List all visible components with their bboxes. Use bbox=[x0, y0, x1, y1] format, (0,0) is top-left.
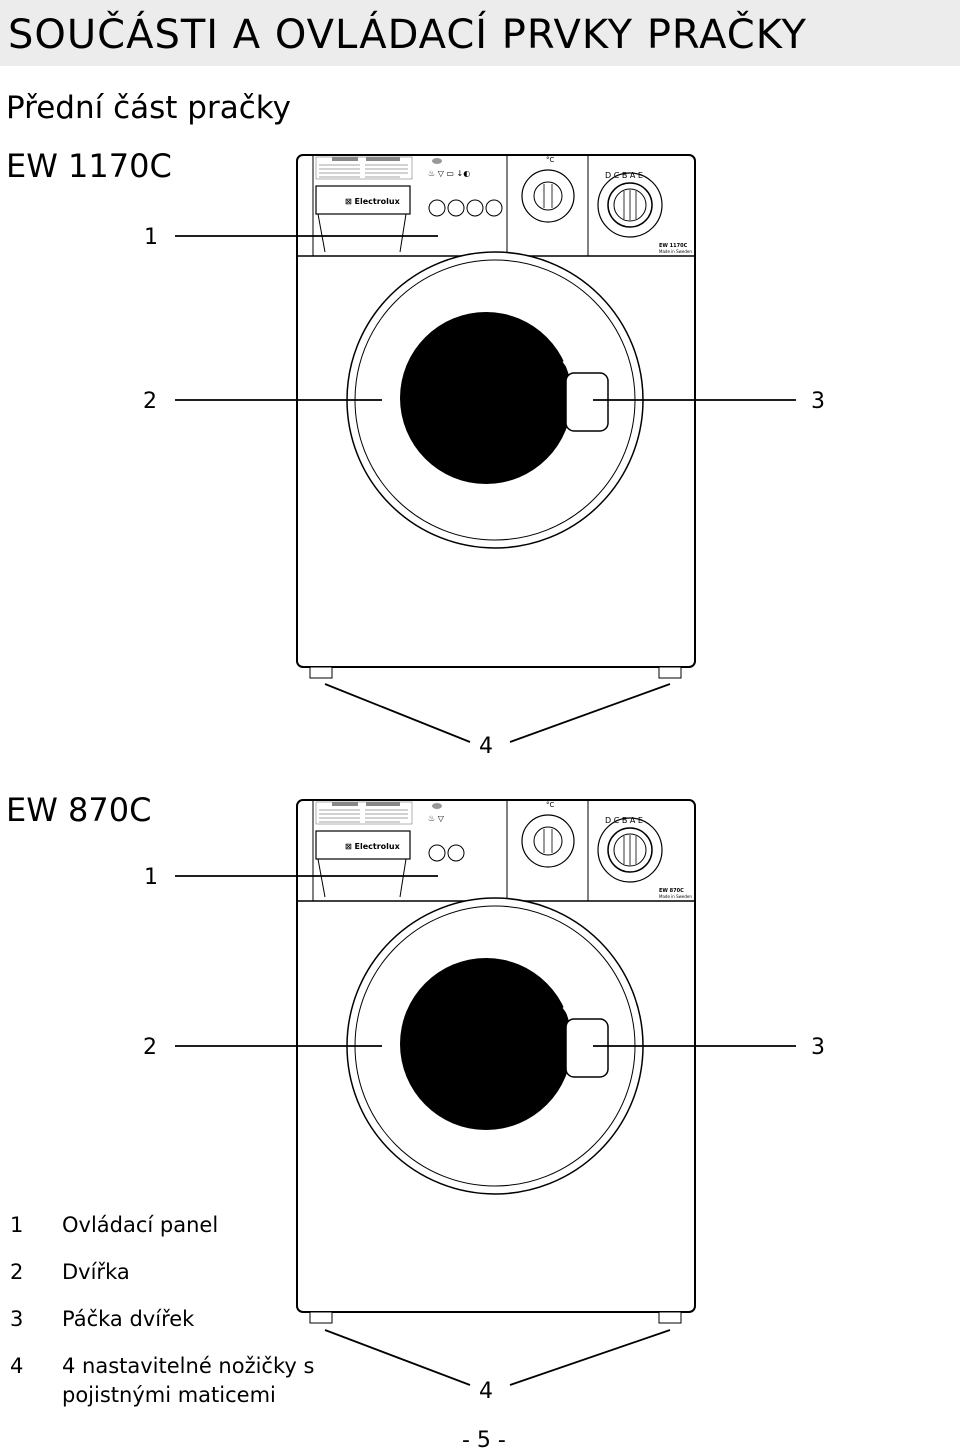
title-bar bbox=[0, 0, 960, 66]
callout-1: 1 bbox=[144, 225, 158, 250]
legend-number: 1 bbox=[10, 1213, 24, 1237]
svg-text:D C B A E: D C B A E bbox=[605, 171, 643, 180]
callout-3: 3 bbox=[811, 389, 825, 414]
program-knob: D C B A E bbox=[597, 171, 663, 238]
adjustable-feet bbox=[309, 1311, 682, 1324]
panel-made-in: Made in Sweden bbox=[659, 894, 692, 899]
callout-4: 4 bbox=[479, 1379, 493, 1404]
page-number: - 5 - bbox=[462, 1428, 506, 1453]
function-buttons bbox=[428, 844, 465, 862]
callout-1: 1 bbox=[144, 865, 158, 890]
svg-text:♨ ▽ ▭ ↓◐: ♨ ▽ ▭ ↓◐ bbox=[428, 169, 470, 178]
program-table bbox=[315, 801, 413, 825]
legend-number: 3 bbox=[10, 1307, 24, 1331]
callout-2: 2 bbox=[143, 389, 157, 414]
model-label-ew1170c: EW 1170C bbox=[6, 147, 172, 185]
washing-machine-ew1170c: ⊠ Electrolux ♨ ▽ ▭ ↓◐ °C D C B A E bbox=[175, 154, 796, 743]
temperature-knob: °C bbox=[521, 801, 575, 868]
parts-legend: 1 Ovládací panel 2 Dvířka 3 Páčka dvířek… bbox=[10, 1210, 330, 1410]
svg-text:D C B A E: D C B A E bbox=[605, 816, 643, 825]
legend-label: Páčka dvířek bbox=[62, 1307, 195, 1331]
temperature-knob: °C bbox=[521, 156, 575, 223]
legend-label: 4 nastavitelné nožičky s bbox=[62, 1354, 315, 1378]
door-handle bbox=[565, 1018, 609, 1078]
washing-machine-ew870c: ⊠ Electrolux ♨ ▽ °C D C B A E EW 870C Ma… bbox=[175, 799, 796, 1386]
door bbox=[346, 897, 644, 1195]
detergent-drawer bbox=[315, 185, 411, 215]
program-table bbox=[315, 156, 413, 180]
page-title: SOUČÁSTI A OVLÁDACÍ PRVKY PRAČKY bbox=[8, 12, 807, 58]
brand-logo: ⊠ Electrolux bbox=[345, 197, 401, 206]
legend-label: pojistnými maticemi bbox=[62, 1383, 276, 1407]
door-handle bbox=[565, 372, 609, 432]
legend-number: 4 bbox=[10, 1354, 24, 1378]
section-subtitle: Přední část pračky bbox=[6, 90, 291, 126]
callout-4: 4 bbox=[479, 734, 493, 759]
callout-3: 3 bbox=[811, 1035, 825, 1060]
panel-model-label: EW 870C bbox=[659, 888, 684, 894]
svg-text:♨ ▽: ♨ ▽ bbox=[428, 814, 445, 823]
detergent-drawer bbox=[315, 830, 411, 860]
program-knob: D C B A E bbox=[597, 816, 663, 883]
panel-made-in: Made in Sweden bbox=[659, 249, 692, 254]
callout-2: 2 bbox=[143, 1035, 157, 1060]
function-buttons bbox=[428, 199, 503, 217]
svg-text:°C: °C bbox=[546, 156, 555, 164]
legend-label: Ovládací panel bbox=[62, 1213, 219, 1237]
panel-model-label: EW 1170C bbox=[659, 243, 688, 249]
model-label-ew870c: EW 870C bbox=[6, 791, 152, 829]
brand-logo: ⊠ Electrolux bbox=[345, 842, 401, 851]
legend-label: Dvířka bbox=[62, 1260, 130, 1284]
power-indicator bbox=[432, 158, 442, 164]
legend-number: 2 bbox=[10, 1260, 24, 1284]
svg-text:°C: °C bbox=[546, 801, 555, 809]
adjustable-feet bbox=[309, 666, 682, 679]
power-indicator bbox=[432, 803, 442, 809]
